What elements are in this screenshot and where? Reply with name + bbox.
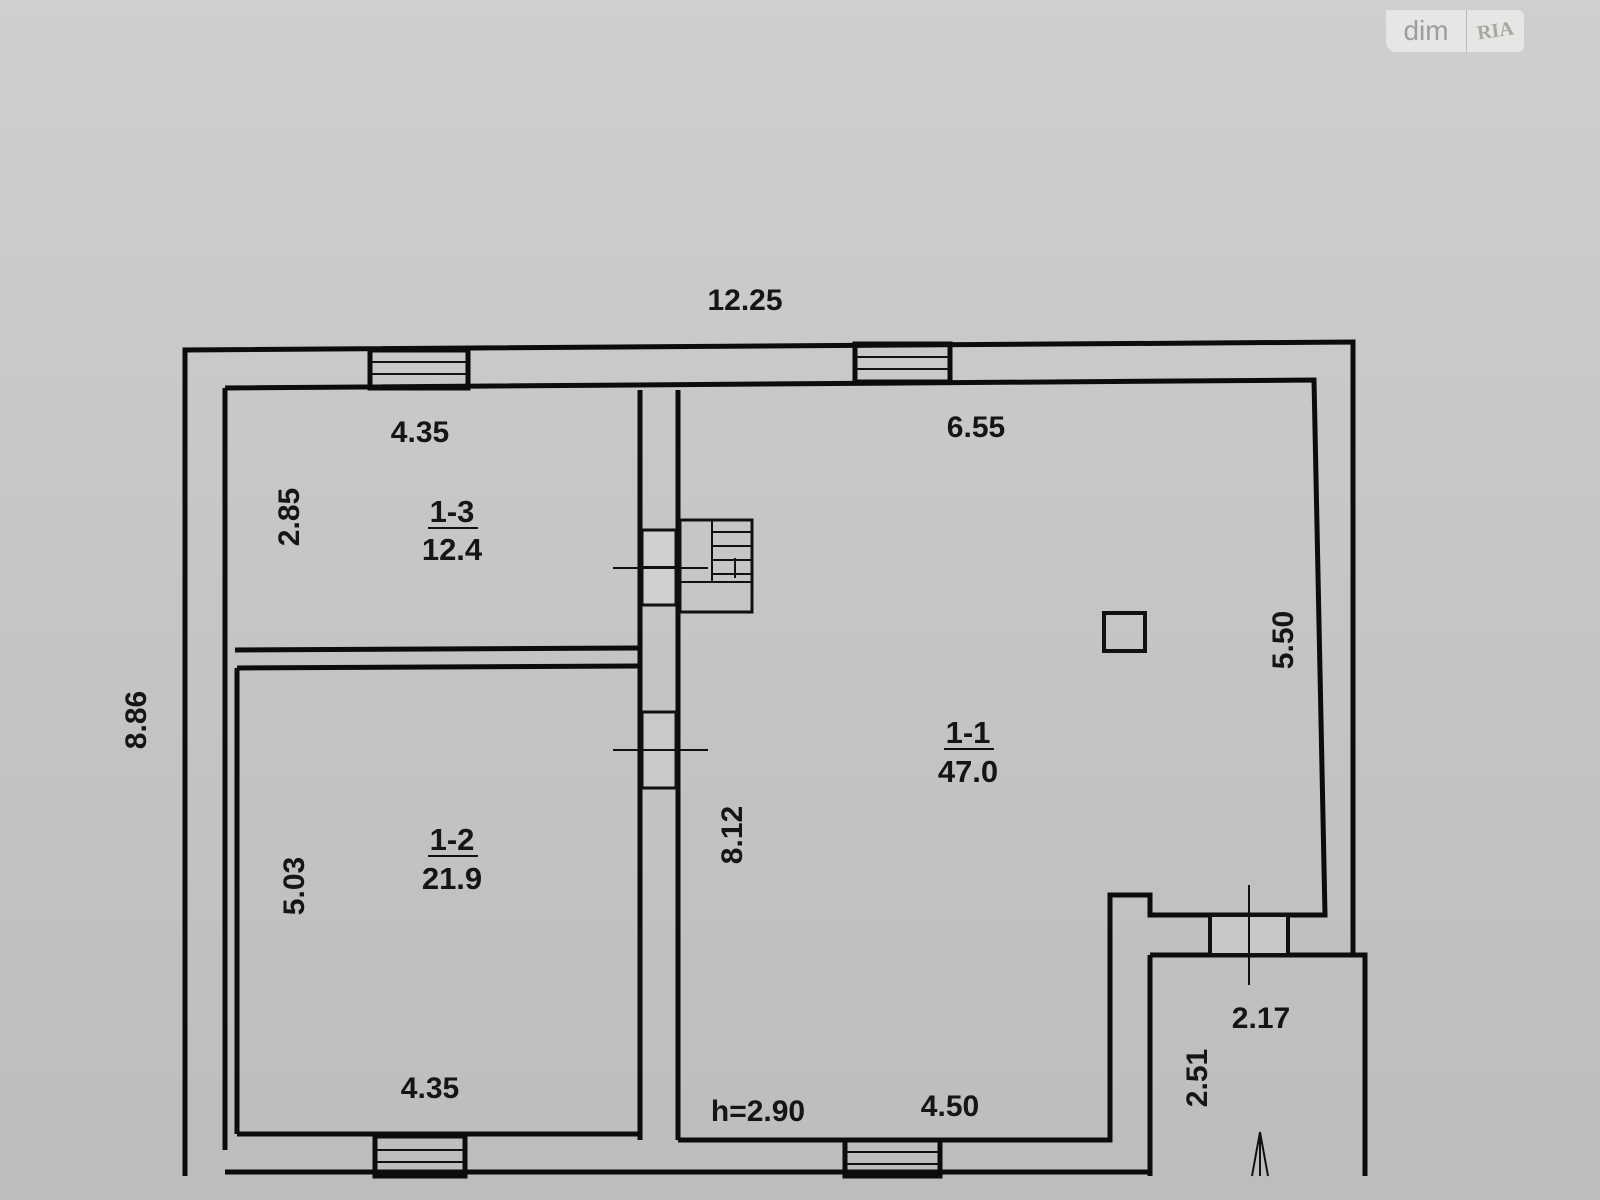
staircase [678, 518, 754, 614]
dim-room-1-1-right: 5.50 [1267, 611, 1300, 669]
dim-vestibule-width: 2.17 [1232, 1002, 1290, 1035]
watermark-divider [1466, 10, 1467, 52]
dim-room-1-2-depth: 5.03 [278, 857, 311, 915]
dim-room-1-1-width: 6.55 [947, 411, 1005, 444]
dim-overall-width: 12.25 [707, 284, 782, 317]
windows [367, 341, 953, 1179]
watermark-logo: dim RIA [1386, 10, 1524, 52]
ceiling-height: h=2.90 [711, 1095, 805, 1128]
dim-overall-depth: 8.86 [120, 691, 153, 749]
dim-room-1-2-width: 4.35 [401, 1072, 459, 1105]
doors [613, 528, 1290, 985]
room-1-3-id: 1-3 [430, 494, 475, 529]
room-1-1-area: 47.0 [938, 754, 998, 789]
watermark-dim: dim [1403, 15, 1449, 46]
room-1-3-area: 12.4 [422, 532, 483, 567]
interior-partitions [234, 390, 681, 1140]
room-1-1-id: 1-1 [946, 715, 991, 750]
dim-room-1-3-width: 4.35 [391, 416, 449, 449]
entrance-arrow-icon [1251, 1131, 1269, 1177]
dim-room-1-1-bottom: 4.50 [921, 1090, 979, 1123]
dim-room-1-1-depth: 8.12 [716, 806, 749, 864]
dim-vestibule-depth: 2.51 [1181, 1049, 1214, 1107]
dim-room-1-3-depth: 2.85 [273, 488, 306, 546]
chimney [1102, 611, 1147, 653]
room-1-2-area: 21.9 [422, 861, 482, 896]
room-1-2-id: 1-2 [430, 822, 475, 857]
